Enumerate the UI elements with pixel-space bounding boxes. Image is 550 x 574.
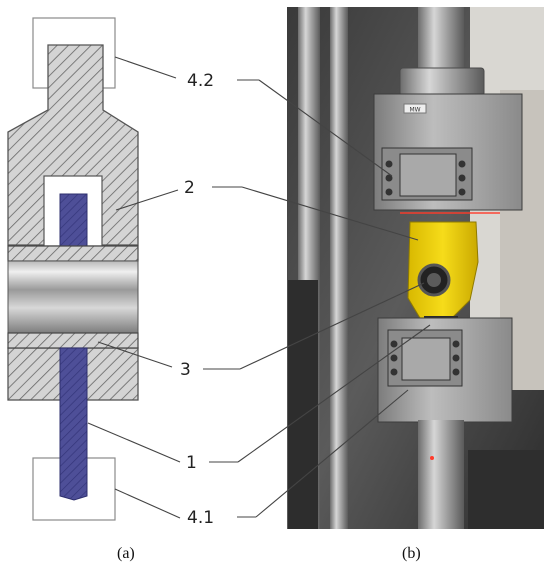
leader-3-left [97,341,173,368]
leader-1-left [87,422,181,463]
photo-column-left-2 [330,7,348,529]
callout-leaders [87,56,431,519]
callout-1: 1 [186,453,197,473]
photo-panel: MW [287,7,544,529]
callout-3: 3 [180,360,191,380]
pin-sleeve-top [7,245,139,262]
photo-badge: MW [409,107,420,114]
leader-4-2-left [114,56,177,79]
photo-upper-rod [418,7,464,77]
leader-2-left [115,189,179,211]
caption-a: (a) [117,545,135,562]
photo-column-dark [288,280,318,529]
photo-lower-rod [418,420,464,529]
leader-3-photo [239,282,425,370]
clevis-body [7,44,139,246]
photo-red-dot [430,456,434,460]
specimen-lower [59,347,88,501]
photo-badge-bg [403,103,427,114]
leader-2-photo [241,186,419,241]
caption-b: (b) [402,545,421,562]
leader-4-1-photo [255,389,409,518]
photo-lower-wedge [401,337,451,381]
photo-upper-wedge [399,153,457,197]
schematic-panel [7,17,139,521]
leader-4-1-left [114,488,181,519]
callout-4-1: 4.1 [187,508,214,528]
photo-upper-collar [399,67,485,97]
photo-pin-hole-inner [427,273,441,287]
pin-cylinder [7,260,139,334]
photo-red-laser-line [400,212,500,214]
photo-lower-bolts [390,340,460,376]
callout-4-2: 4.2 [187,71,214,91]
leader-4-2-photo [258,79,393,177]
photo-upper-bolts [385,160,466,196]
callout-2: 2 [184,178,195,198]
leader-1-photo [237,324,431,463]
pin-sleeve-bottom [7,332,139,349]
specimen-upper [59,193,88,247]
photo-base-frame [468,450,544,529]
